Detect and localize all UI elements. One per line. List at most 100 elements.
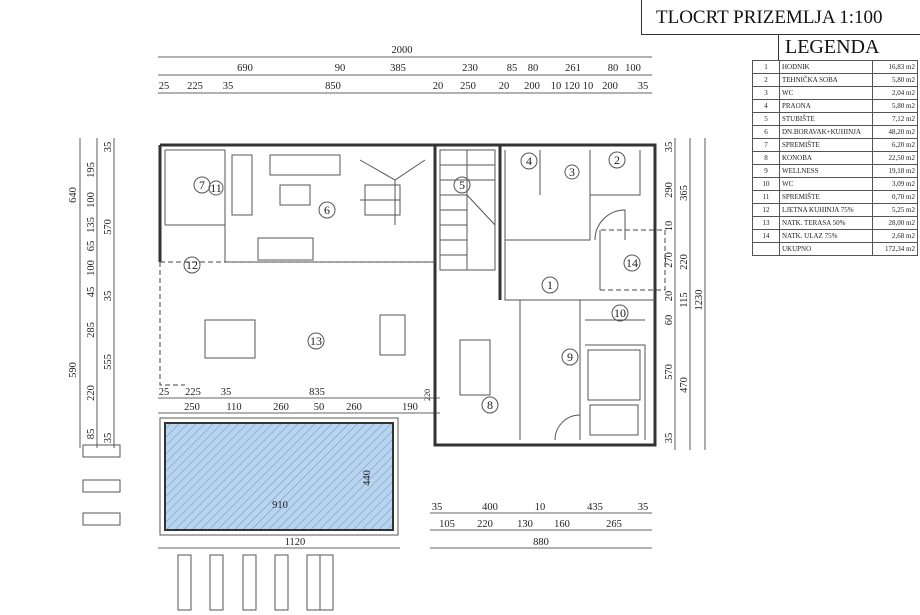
legend-number: 11 <box>752 190 780 204</box>
dim-label: 100 <box>86 192 97 208</box>
dim-label: 35 <box>103 433 114 444</box>
dim-label: 35 <box>664 433 675 444</box>
dim-label: 1230 <box>694 290 705 311</box>
sofa <box>359 159 426 225</box>
bathtub <box>589 404 639 436</box>
kitchen-island <box>279 184 311 206</box>
legend-room-name: LJETNA KUHINJA 75% <box>779 203 873 217</box>
legend-number: 3 <box>752 86 780 100</box>
walls <box>158 143 666 447</box>
konoba-table <box>459 339 491 396</box>
terrace-table <box>204 319 256 359</box>
dim-label: 270 <box>664 252 675 268</box>
terrace-sofa <box>379 314 406 356</box>
legend-room-name: STUBIŠTE <box>779 112 873 126</box>
legend-room-name: SPREMIŠTE <box>779 138 873 152</box>
total-label: UKUPNO <box>779 242 873 256</box>
legend-room-name: PRAONA <box>779 99 873 113</box>
legend-room-name: WC <box>779 177 873 191</box>
legend-number: 2 <box>752 73 780 87</box>
legend-number: 7 <box>752 138 780 152</box>
legend-number: 9 <box>752 164 780 178</box>
legend-area: 5,80 m2 <box>872 73 918 87</box>
dim-label: 1120 <box>285 537 306 548</box>
pool-width: 440 <box>362 470 373 486</box>
dim-label: 80 <box>608 63 619 74</box>
kitchen-counter <box>231 154 253 216</box>
legend-area: 6,20 m2 <box>872 138 918 152</box>
dim-label: 261 <box>565 63 581 74</box>
dim-label: 220 <box>679 254 690 270</box>
dim-label: 250 <box>460 81 476 92</box>
dim-label: 835 <box>309 387 325 398</box>
dim-label: 35 <box>664 142 675 153</box>
dim-label: 225 <box>187 81 203 92</box>
dim-label: 25 <box>159 81 170 92</box>
dim-label: 135 <box>86 217 97 233</box>
dim-label: 470 <box>679 377 690 393</box>
dim-label: 115 <box>679 292 690 307</box>
dim-label: 20 <box>499 81 510 92</box>
dim-label: 220 <box>423 389 432 401</box>
dim-label: 230 <box>462 63 478 74</box>
dim-label: 570 <box>664 364 675 380</box>
door <box>594 209 626 241</box>
dim-label: 20 <box>433 81 444 92</box>
dim-label: 25 <box>159 387 170 398</box>
sauna <box>587 349 641 401</box>
dim-label: 50 <box>314 402 325 413</box>
legend-total-row: UKUPNO 172,34 m2 <box>752 242 918 256</box>
drawing-title: TLOCRT PRIZEMLJA 1:100 <box>641 0 920 35</box>
dim-label: 290 <box>664 182 675 198</box>
dim-label: 35 <box>221 387 232 398</box>
legend-number: 12 <box>752 203 780 217</box>
dim-label: 60 <box>664 315 675 326</box>
dim-label: 200 <box>602 81 618 92</box>
dim-label: 20 <box>664 291 675 302</box>
dim-label: 160 <box>554 519 570 530</box>
legend-room-name: WELLNESS <box>779 164 873 178</box>
dim-label: 555 <box>103 354 114 370</box>
legend-room-name: DN.BORAVAK+KUHINJA <box>779 125 873 139</box>
dim-label: 260 <box>273 402 289 413</box>
room-number: 9 <box>567 350 573 364</box>
legend-number: 14 <box>752 229 780 243</box>
room-number: 2 <box>614 153 620 167</box>
legend-area: 5,80 m2 <box>872 99 918 113</box>
dim-label: 35 <box>223 81 234 92</box>
room-number: 5 <box>459 178 465 192</box>
dim-label: 35 <box>638 81 649 92</box>
dim-label: 10 <box>664 221 675 232</box>
pool <box>164 422 394 531</box>
room-number: 1 <box>547 278 553 292</box>
door <box>554 414 581 441</box>
dim-label: 90 <box>335 63 346 74</box>
dim-label: 2000 <box>392 45 413 56</box>
dim-label: 265 <box>606 519 622 530</box>
dim-label: 105 <box>439 519 455 530</box>
legend-number: 10 <box>752 177 780 191</box>
dim-label: 45 <box>86 287 97 298</box>
sun-loungers <box>82 444 334 611</box>
legend-area: 22,50 m2 <box>872 151 918 165</box>
legend-area: 2,04 m2 <box>872 86 918 100</box>
legend-room-name: HODNIK <box>779 60 873 74</box>
pool-edge <box>159 417 399 536</box>
dim-label: 690 <box>237 63 253 74</box>
dim-label: 35 <box>103 291 114 302</box>
legend-area: 16,83 m2 <box>872 60 918 74</box>
dim-label: 130 <box>517 519 533 530</box>
room-number: 10 <box>614 306 626 320</box>
dim-label: 35 <box>638 502 649 513</box>
dimension-lines <box>79 56 706 549</box>
legend-room-name: TEHNIČKA SOBA <box>779 73 873 87</box>
dim-label: 435 <box>587 502 603 513</box>
room-number: 6 <box>324 203 330 217</box>
